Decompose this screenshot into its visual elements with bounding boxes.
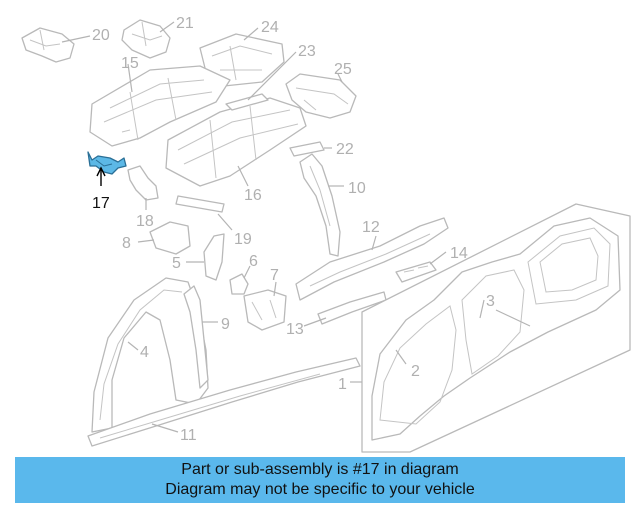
- part-17-highlighted: [87, 151, 127, 175]
- part-22-shape: [289, 141, 325, 157]
- banner-line-part-info: Part or sub-assembly is #17 in diagram: [181, 461, 459, 478]
- part-12-shape: [295, 217, 449, 301]
- part-25-shape: [285, 73, 357, 119]
- banner-line-disclaimer: Diagram may not be specific to your vehi…: [165, 481, 475, 498]
- callout-24: 24: [261, 19, 279, 36]
- callout-1: 1: [338, 376, 347, 393]
- callout-11: 11: [180, 427, 197, 444]
- callout-25: 25: [334, 61, 352, 78]
- callout-20: 20: [92, 27, 110, 44]
- part-4-shape: [91, 277, 209, 433]
- callout-12: 12: [362, 219, 380, 236]
- part-9-shape: [183, 285, 209, 389]
- part-21-shape: [121, 19, 171, 59]
- part-8-shape: [149, 221, 191, 255]
- callout-9: 9: [221, 316, 230, 333]
- callout-17: 17: [92, 195, 110, 212]
- part-6-shape: [229, 273, 249, 295]
- callout-23: 23: [298, 43, 316, 60]
- part-15-shape: [89, 65, 231, 147]
- callout-6: 6: [249, 253, 258, 270]
- callout-21: 21: [176, 15, 194, 32]
- callout-5: 5: [172, 255, 181, 272]
- parts-diagram: 20 21 24 15 23 25 22 10: [21, 15, 631, 453]
- part-11-shape: [87, 357, 361, 447]
- callout-7: 7: [270, 267, 279, 284]
- callout-14: 14: [450, 245, 468, 262]
- part-18-shape: [127, 165, 159, 201]
- callout-16: 16: [244, 187, 262, 204]
- callout-10: 10: [348, 180, 366, 197]
- info-banner: Part or sub-assembly is #17 in diagram D…: [15, 457, 625, 503]
- part-19-shape: [175, 195, 225, 213]
- callout-13: 13: [286, 321, 304, 338]
- part-10-shape: [299, 153, 341, 257]
- part-14-shape: [395, 261, 437, 283]
- callout-22: 22: [336, 141, 354, 158]
- part-23-shape: [165, 93, 307, 187]
- callout-15: 15: [121, 55, 139, 72]
- callout-18: 18: [136, 213, 154, 230]
- part-7-shape: [243, 289, 287, 331]
- part-1-shape: [361, 203, 631, 453]
- part-5-shape: [203, 233, 225, 281]
- part-20-shape: [21, 27, 75, 63]
- callout-8: 8: [122, 235, 131, 252]
- callout-4: 4: [140, 344, 149, 361]
- callout-19: 19: [234, 231, 252, 248]
- callout-2: 2: [411, 363, 420, 380]
- callout-3: 3: [486, 293, 495, 310]
